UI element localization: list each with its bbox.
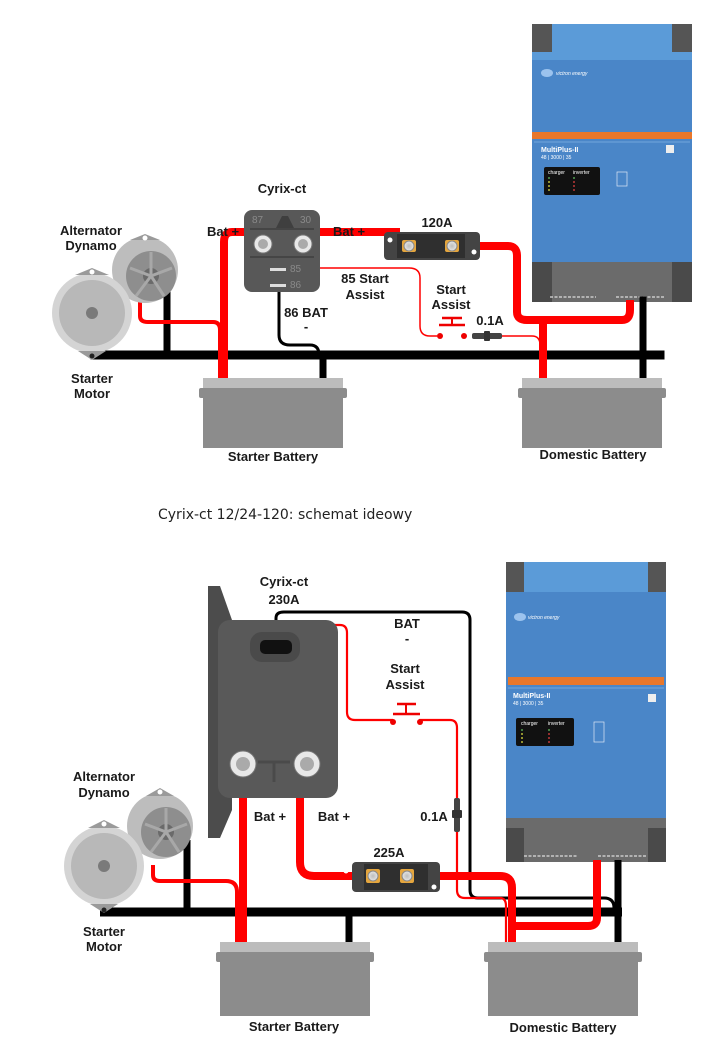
multiplus-model: MultiPlus-II: [541, 147, 578, 154]
starter-battery-label-top: Starter Battery: [228, 449, 319, 464]
switch-label-bottom-line1: Start: [390, 661, 420, 676]
svg-text:victron energy: victron energy: [528, 615, 560, 621]
svg-text:inverter: inverter: [573, 170, 590, 176]
alternator-bottom: [127, 788, 193, 859]
terminal-bolt-icon: [293, 234, 313, 254]
alternator-label-bottom-line1: Alternator: [73, 769, 135, 784]
domestic-battery-top: [518, 378, 666, 448]
diagram-caption: Cyrix-ct 12/24-120: schemat ideowy: [158, 507, 412, 523]
relay-title-top: Cyrix-ct: [258, 181, 307, 196]
pin-87-label: 87: [252, 215, 264, 226]
start-assist-switch-bottom[interactable]: [390, 702, 423, 725]
starter-label-top-line2: Motor: [74, 386, 110, 401]
multiplus-brand: victron energy: [556, 71, 588, 77]
victron-logo-icon: [541, 69, 553, 77]
fuse-small-label-bottom: 0.1A: [420, 809, 448, 824]
negative-wires-bottom: [100, 610, 622, 948]
switch-label-top-line1: Start: [436, 282, 466, 297]
fuse-main-bottom: [343, 862, 440, 892]
starter-battery-label-bottom: Starter Battery: [249, 1019, 340, 1034]
positive-wires-bottom: [151, 623, 601, 950]
cyrix-relay-bottom: [208, 586, 338, 838]
svg-text:48 | 3000 | 35: 48 | 3000 | 35: [513, 701, 544, 707]
starter-label-bottom-line2: Motor: [86, 939, 122, 954]
bat-minus-label-line2: -: [405, 631, 409, 646]
orange-band: [532, 132, 692, 139]
positive-wires-top: [138, 228, 634, 382]
terminal-bolt-icon: [293, 750, 321, 778]
pin86-label-line1: 86 BAT: [284, 305, 328, 320]
multiplus-spec: 48 | 3000 | 35: [541, 155, 572, 161]
starter-motor-top: [52, 268, 132, 360]
domestic-battery-label-bottom: Domestic Battery: [510, 1020, 618, 1035]
fuse-small-label-top: 0.1A: [476, 313, 504, 328]
led-panel: charger inverter: [544, 167, 600, 195]
svg-text:inverter: inverter: [548, 721, 565, 727]
pin-30-label: 30: [300, 215, 312, 226]
bat-plus-right-top: Bat +: [333, 224, 366, 239]
starter-label-top-line1: Starter: [71, 371, 113, 386]
multiplus-inverter-bottom: victron energy MultiPlus-II 48 | 3000 | …: [506, 562, 666, 862]
domestic-battery-label-top: Domestic Battery: [540, 447, 648, 462]
switch-diagram-icon: [616, 171, 628, 187]
alternator-label-top-line1: Alternator: [60, 223, 122, 238]
switch-diagram-icon: [593, 721, 605, 743]
alternator-label-bottom-line2: Dynamo: [78, 785, 129, 800]
starter-label-bottom-line1: Starter: [83, 924, 125, 939]
bat-plus-left-top: Bat +: [207, 224, 240, 239]
pin-86-label: 86: [290, 280, 302, 291]
victron-logo-icon: [514, 613, 526, 621]
qr-code-icon: [666, 145, 674, 153]
fuse-main-label-top: 120A: [421, 215, 453, 230]
switch-label-top-line2: Assist: [431, 297, 471, 312]
top-diagram: victron energy MultiPlus-II 48 | 3000 | …: [52, 24, 692, 464]
svg-text:charger: charger: [521, 721, 538, 727]
bottom-diagram: victron energy MultiPlus-II 48 | 3000 | …: [64, 562, 666, 1035]
bat-minus-label-line1: BAT: [394, 616, 420, 631]
fuse-small-bottom: [452, 798, 462, 832]
cyrix-relay-top: 87 30 85 86: [244, 210, 320, 292]
start-assist-switch-top[interactable]: [437, 316, 467, 339]
fuse-main-top: [384, 232, 480, 260]
led-panel: charger inverter: [516, 718, 574, 746]
svg-text:charger: charger: [548, 170, 565, 176]
pin85-label-line2: Assist: [345, 287, 385, 302]
starter-battery-bottom: [216, 942, 374, 1016]
bat-plus-left-bottom: Bat +: [254, 809, 287, 824]
pin86-label-line2: -: [304, 319, 308, 334]
alternator-top: [112, 234, 178, 303]
starter-motor-bottom: [64, 820, 144, 913]
fuse-main-label-bottom: 225A: [373, 845, 405, 860]
qr-code-icon: [648, 694, 656, 702]
terminal-bolt-icon: [253, 234, 273, 254]
fuse-small-top: [472, 331, 502, 341]
pin85-label-line1: 85 Start: [341, 271, 389, 286]
domestic-battery-bottom: [484, 942, 642, 1016]
relay-title-bottom-line2: 230A: [268, 592, 300, 607]
bat-plus-right-bottom: Bat +: [318, 809, 351, 824]
alternator-label-top-line2: Dynamo: [65, 238, 116, 253]
orange-band: [508, 677, 664, 685]
multiplus-inverter-top: victron energy MultiPlus-II 48 | 3000 | …: [532, 24, 692, 302]
switch-label-bottom-line2: Assist: [385, 677, 425, 692]
terminal-bolt-icon: [229, 750, 257, 778]
starter-battery-top: [199, 378, 347, 448]
svg-text:MultiPlus-II: MultiPlus-II: [513, 693, 550, 700]
relay-title-bottom-line1: Cyrix-ct: [260, 574, 309, 589]
pin-85-label: 85: [290, 264, 302, 275]
